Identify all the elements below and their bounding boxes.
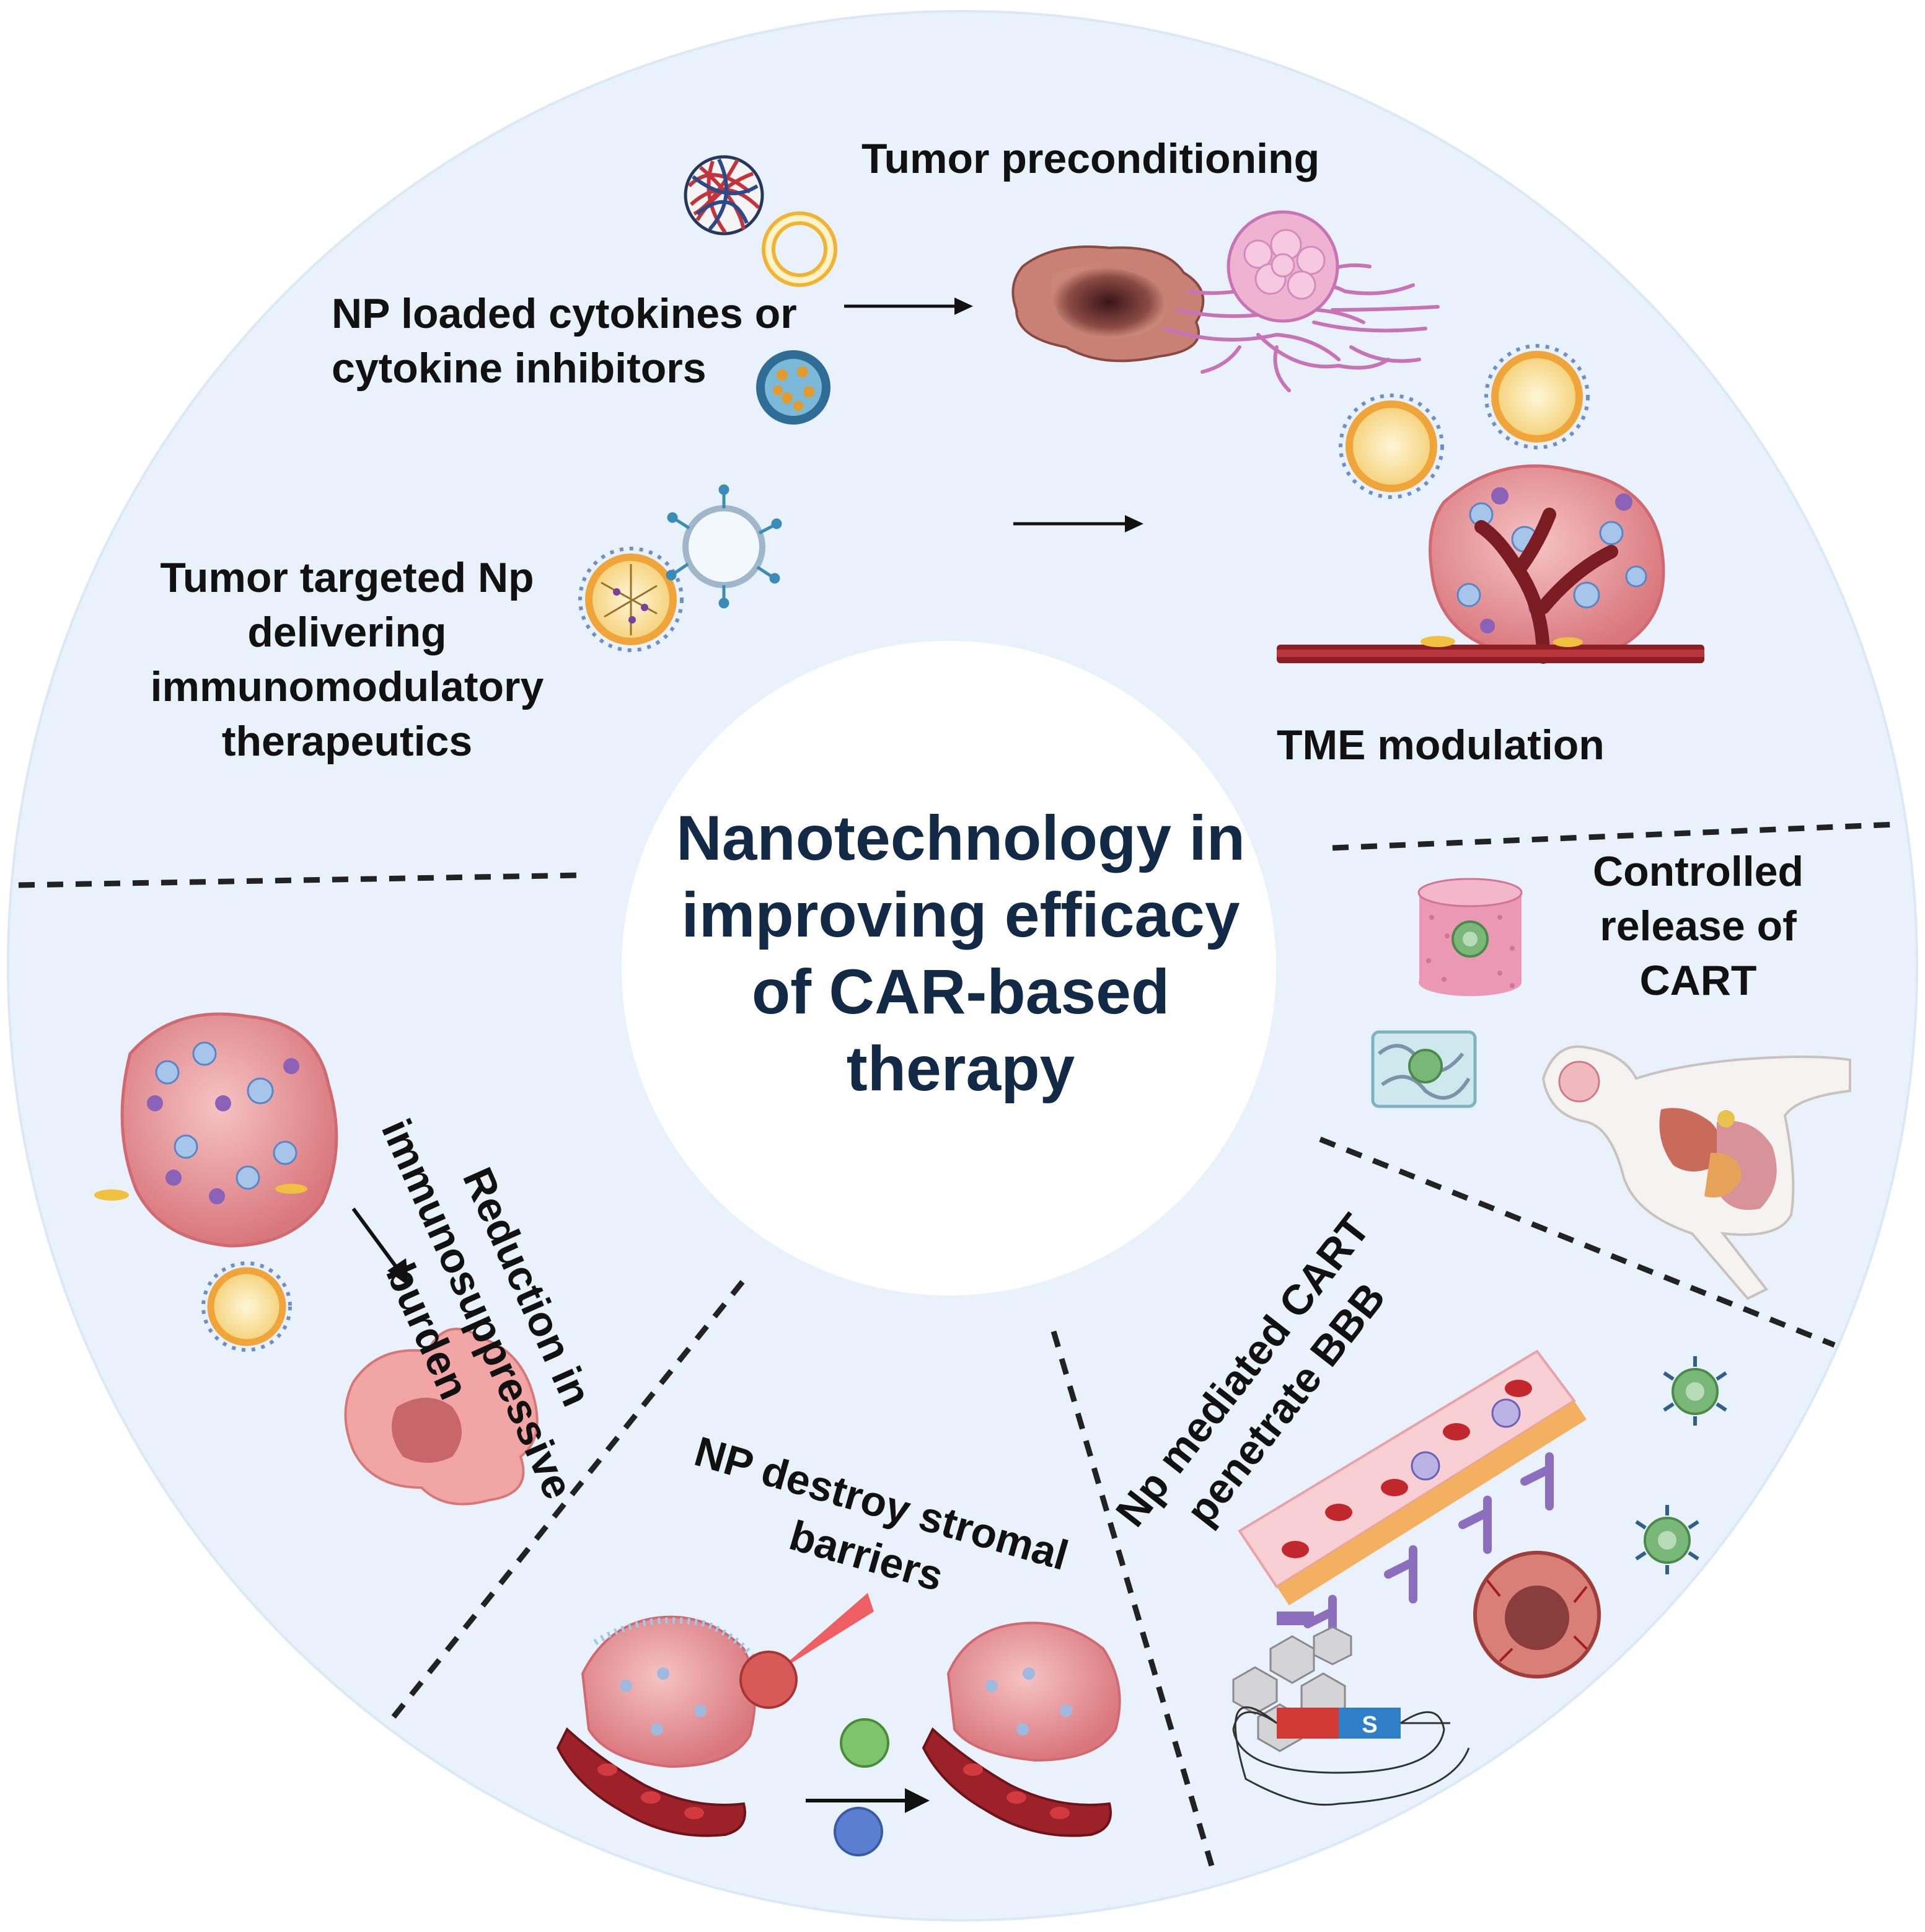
immunosuppressive-tumor-after bbox=[344, 1328, 539, 1506]
np-mesh-particle-icon bbox=[684, 155, 764, 236]
label-text: TME modulation bbox=[1277, 721, 1605, 769]
immunosuppressive-tumor-before bbox=[94, 1012, 338, 1248]
stromal-np-icons bbox=[834, 1718, 889, 1856]
label-line: immunomodulatory bbox=[150, 663, 544, 710]
label-line: CART bbox=[1639, 957, 1757, 1004]
center-circle bbox=[622, 641, 1276, 1295]
label-text: Tumor preconditioning bbox=[861, 135, 1320, 182]
title-line: of CAR-based bbox=[751, 956, 1170, 1027]
hydrogel-box-icon bbox=[1371, 1030, 1477, 1108]
scaffold-cylinder-icon bbox=[1417, 878, 1523, 996]
label-line: Tumor targeted Np bbox=[160, 554, 534, 601]
label-line: delivering bbox=[247, 609, 447, 656]
precondition-tumor-illustration bbox=[1011, 210, 1440, 392]
center-title: Nanotechnology in improving efficacy of … bbox=[645, 800, 1277, 1107]
label-controlled-release: Controlled release of CART bbox=[1568, 844, 1828, 1008]
label-tumor-preconditioning: Tumor preconditioning bbox=[861, 131, 1319, 186]
arrow-stromal bbox=[806, 1788, 930, 1813]
immuno-nanoparticle-icon bbox=[201, 1261, 292, 1352]
tme-tumor-illustration bbox=[1277, 464, 1704, 664]
section-dividers bbox=[18, 821, 1897, 1867]
title-line: improving efficacy bbox=[681, 880, 1240, 950]
magnet-pole-label: S bbox=[1362, 1712, 1377, 1738]
targeted-liposome-icon bbox=[578, 547, 684, 652]
label-line: therapeutics bbox=[221, 718, 473, 765]
arrow-targeted-to-tme bbox=[1013, 515, 1143, 532]
stromal-tumor-after-illustration bbox=[922, 1621, 1121, 1837]
bbb-vessel-illustration bbox=[1238, 1349, 1587, 1653]
title-line: Nanotechnology in bbox=[676, 803, 1245, 873]
label-line: NP loaded cytokines or bbox=[332, 290, 797, 337]
label-line: cytokine inhibitors bbox=[332, 345, 707, 392]
label-line: release of bbox=[1600, 902, 1797, 950]
np-core-shell-icon bbox=[756, 350, 830, 425]
label-line: Controlled bbox=[1593, 848, 1804, 895]
tme-nanoparticle-icons bbox=[1339, 344, 1590, 499]
brain-tumor-cell-icon bbox=[1473, 1551, 1601, 1678]
liposome-ring-icon bbox=[762, 211, 837, 287]
arrow-cytokines-to-precondition bbox=[844, 298, 973, 315]
label-tumor-targeted-np: Tumor targeted Np delivering immunomodul… bbox=[124, 550, 570, 769]
title-line: therapy bbox=[846, 1033, 1075, 1104]
label-np-cytokines: NP loaded cytokines or cytokine inhibito… bbox=[332, 286, 797, 395]
car-t-cell-icon-2 bbox=[1635, 1505, 1699, 1574]
magnetic-np-magnet-icon: S bbox=[1232, 1626, 1470, 1806]
stromal-tumor-before-illustration bbox=[556, 1593, 874, 1837]
car-t-cell-icon-1 bbox=[1663, 1356, 1727, 1426]
human-torso-illustration bbox=[1541, 1045, 1851, 1300]
arrow-immunosuppressive bbox=[351, 1207, 409, 1286]
targeted-vesicle-icon bbox=[666, 484, 782, 609]
label-tme-modulation: TME modulation bbox=[1277, 718, 1605, 772]
